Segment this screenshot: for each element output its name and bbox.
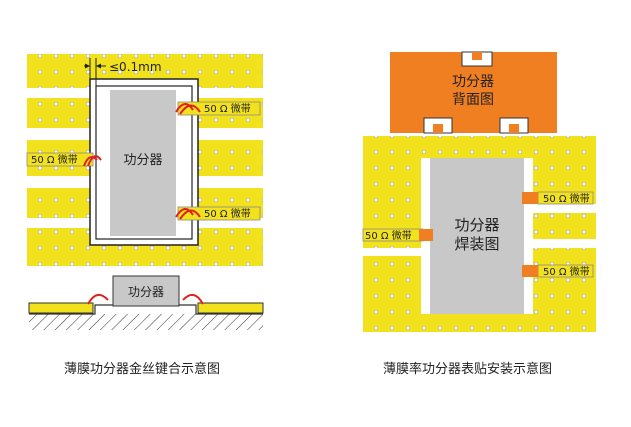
bond-wire-right [182,293,204,305]
back-chip-label-1: 功分器 [452,74,494,90]
left-microstrip-output-2: 50 Ω 微带 [175,206,261,221]
side-chip-label: 功分器 [128,285,164,299]
right-chip-label-1: 功分器 [454,216,499,234]
left-chip [110,90,176,236]
bond-wire-left [87,293,109,305]
left-top-view: 功分器 ≤0.1mm 50 Ω 微带 50 Ω 微带 50 Ω 微带 [26,54,263,266]
side-board-left [28,302,94,314]
left-microstrip-input: 50 Ω 微带 [26,152,102,167]
left-microstrip-input-label: 50 Ω 微带 [31,153,78,166]
gap-label: ≤0.1mm [109,60,162,74]
substrate-hatch [29,314,263,330]
right-microstrip-input: 50 Ω 微带 [362,228,433,242]
side-chip [112,275,180,307]
left-microstrip-output-1: 50 Ω 微带 [175,101,261,116]
left-chip-label: 功分器 [123,153,162,168]
right-microstrip-output-1-label: 50 Ω 微带 [543,192,590,205]
left-microstrip-output-1-label: 50 Ω 微带 [204,102,251,115]
right-caption: 薄膜率功分器表贴安装示意图 [383,362,553,377]
right-chip-label-2: 焊装图 [454,235,499,253]
right-chip [430,158,524,314]
back-chip-label-2: 背面图 [452,92,494,108]
right-microstrip-output-2: 50 Ω 微带 [522,264,594,278]
left-microstrip-output-2-label: 50 Ω 微带 [204,207,251,220]
left-caption: 薄膜功分器金丝键合示意图 [64,362,221,377]
right-microstrip-input-label: 50 Ω 微带 [365,229,412,242]
side-board-right [197,302,264,314]
right-back-view: 功分器 背面图 [390,51,557,134]
left-side-view: 功分器 [28,275,264,330]
right-microstrip-output-2-label: 50 Ω 微带 [543,265,590,278]
gap-dimension: ≤0.1mm [84,58,162,86]
right-top-view: 功分器 焊装图 50 Ω 微带 50 Ω 微带 50 Ω 微带 [362,136,596,332]
right-microstrip-output-1: 50 Ω 微带 [522,191,594,205]
